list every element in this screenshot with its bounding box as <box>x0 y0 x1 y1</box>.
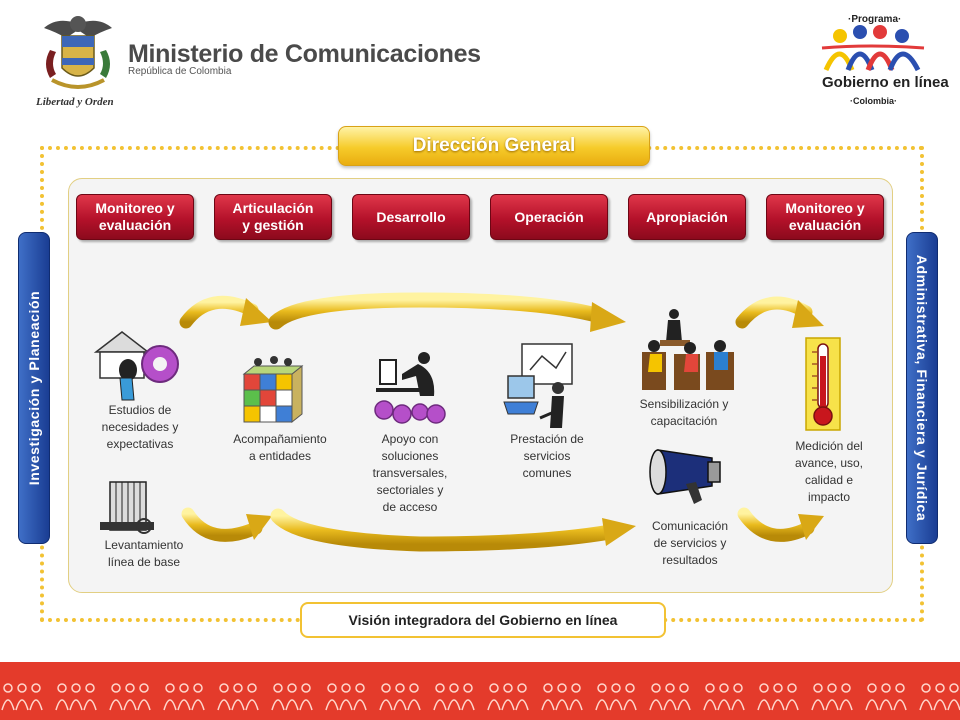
building-icon <box>100 481 154 534</box>
caption-line: Apoyo con <box>381 432 439 446</box>
caption-line: Comunicación <box>651 519 729 533</box>
ministry-subtitle: República de Colombia <box>128 66 232 77</box>
footer-figure-group <box>433 683 475 711</box>
stage-label-line1: Articulación <box>232 200 314 216</box>
arrow-long-top <box>268 292 626 332</box>
classroom-icon <box>642 309 734 390</box>
caption-line: expectativas <box>106 437 174 451</box>
footer-figure-group <box>919 683 960 711</box>
stage-desarrollo: Desarrollo <box>352 194 470 240</box>
stage-label-line2: evaluación <box>98 217 172 233</box>
footer-figure-group <box>109 683 151 711</box>
coat-of-arms-label: Libertad y Orden <box>36 96 114 108</box>
footer-figure-group <box>865 683 907 711</box>
footer-figure-group <box>541 683 583 711</box>
stage-label-line2: evaluación <box>788 217 862 233</box>
caption-line: de servicios y <box>653 536 727 550</box>
caption-line: a entidades <box>248 449 312 463</box>
caption-line: servicios <box>523 449 571 463</box>
footer-figure-group <box>487 683 529 711</box>
caption-estudios: Estudios de necesidades y expectativas <box>86 402 194 453</box>
program-logo-icon <box>821 25 925 72</box>
caption-line: necesidades y <box>101 420 179 434</box>
stage-label: Desarrollo <box>376 208 446 225</box>
caption-line: Medición del <box>795 439 863 453</box>
coat-of-arms-icon <box>44 16 112 89</box>
caption-line: capacitación <box>650 414 718 428</box>
footer-figure-group <box>703 683 745 711</box>
stage-label-line2: y gestión <box>242 217 304 233</box>
house-gear-icon <box>93 331 179 401</box>
footer-people-pattern <box>1 683 960 711</box>
caption-sensibilizacion: Sensibilización y capacitación <box>622 396 746 430</box>
caption-line: Levantamiento <box>104 538 184 552</box>
side-bar-administrativa: Administrativa, Financiera y Jurídica <box>906 232 938 544</box>
footer-figure-group <box>55 683 97 711</box>
footer-figure-group <box>217 683 259 711</box>
arrow-long-bottom <box>270 508 636 552</box>
arrow-bottom-2 <box>737 507 824 542</box>
caption-acompanamiento: Acompañamiento a entidades <box>218 431 342 465</box>
caption-prestacion: Prestación de servicios comunes <box>488 431 606 482</box>
ministry-title: Ministerio de Comunicaciones <box>128 40 481 68</box>
caption-levantamiento: Levantamiento línea de base <box>88 537 200 571</box>
stage-label-line1: Monitoreo y <box>785 200 865 216</box>
stage-operacion: Operación <box>490 194 608 240</box>
caption-apoyo: Apoyo con soluciones transversales, sect… <box>352 431 468 516</box>
footer-figure-group <box>325 683 367 711</box>
footer-band <box>0 662 960 720</box>
arrow-top-1 <box>179 295 272 329</box>
caption-line: Estudios de <box>108 403 172 417</box>
caption-line: Prestación de <box>510 432 584 446</box>
footer-figure-group <box>757 683 799 711</box>
caption-line: línea de base <box>107 555 181 569</box>
computer-user-icon <box>374 352 446 424</box>
arrow-bottom-1 <box>181 507 272 542</box>
megaphone-icon <box>649 449 721 504</box>
footer-figure-group <box>1 683 43 711</box>
direccion-general-box: Dirección General <box>338 126 650 166</box>
caption-line: Acompañamiento <box>233 432 327 446</box>
footer-figure-group <box>163 683 205 711</box>
footer-figure-group <box>649 683 691 711</box>
stage-label-line1: Monitoreo y <box>95 200 175 216</box>
caption-line: de acceso <box>382 500 438 514</box>
program-name: Gobierno en línea <box>822 74 949 91</box>
caption-line: resultados <box>662 553 718 567</box>
caption-line: transversales, <box>372 466 448 480</box>
caption-line: soluciones <box>381 449 439 463</box>
footer-figure-group <box>271 683 313 711</box>
caption-line: sectoriales y <box>376 483 444 497</box>
caption-line: impacto <box>807 490 851 504</box>
caption-line: avance, uso, <box>794 456 864 470</box>
stage-label: Apropiación <box>646 208 728 225</box>
footer-figure-group <box>595 683 637 711</box>
side-bar-investigacion: Investigación y Planeación <box>18 232 50 544</box>
caption-line: Sensibilización y <box>639 397 729 411</box>
vision-integradora-box: Visión integradora del Gobierno en línea <box>300 602 666 638</box>
thermometer-icon <box>805 337 841 431</box>
stage-apropiacion: Apropiación <box>628 194 746 240</box>
stage-label: Operación <box>514 208 584 225</box>
caption-medicion: Medición del avance, uso, calidad e impa… <box>770 438 888 506</box>
caption-line: calidad e <box>804 473 854 487</box>
arrow-top-2 <box>735 296 824 329</box>
footer-figure-group <box>379 683 421 711</box>
program-top-label: ·Programa· <box>848 14 902 25</box>
program-country: ·Colombia· <box>850 96 897 106</box>
rubik-cube-icon <box>242 356 304 424</box>
caption-comunicacion: Comunicación de servicios y resultados <box>632 518 748 569</box>
network-chart-icon <box>503 343 573 428</box>
footer-figure-group <box>811 683 853 711</box>
caption-line: comunes <box>522 466 572 480</box>
